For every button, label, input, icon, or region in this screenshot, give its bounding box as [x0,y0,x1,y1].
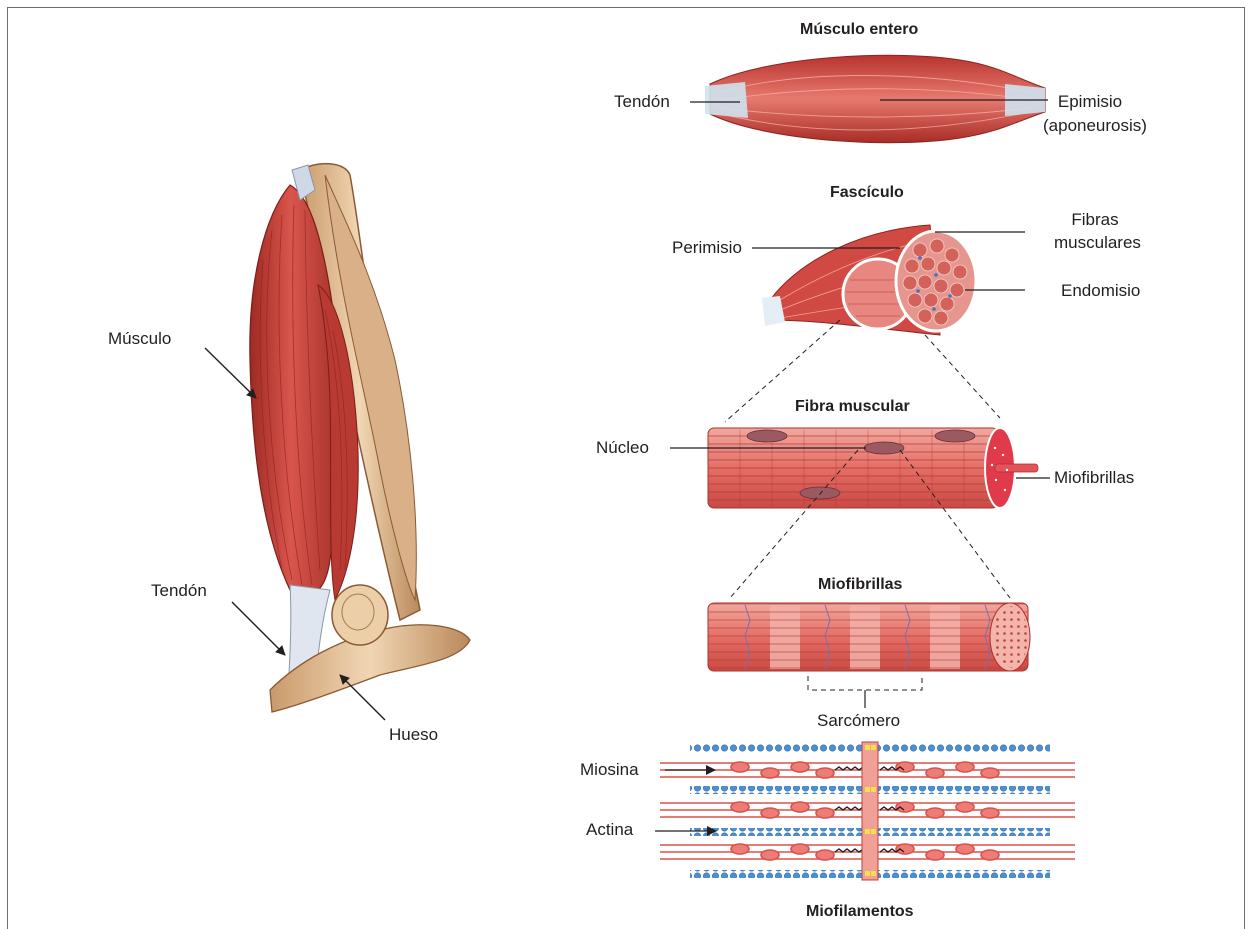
fiber-nucleus-1 [747,430,787,442]
arm-illustration [250,164,470,712]
fiber-nucleus-4 [800,487,840,499]
label-epimysium: Epimisio [1050,92,1130,112]
muscle-fiber-graphic [708,428,1038,508]
heading-whole-muscle: Músculo entero [800,20,918,40]
label-arm-tendon: Tendón [151,581,207,601]
label-actin: Actina [586,820,633,840]
z-disc [862,742,878,880]
heading-myofibrils: Miofibrillas [818,575,902,595]
label-fibers-line1: Fibras [1060,210,1130,230]
label-aponeurosis: (aponeurosis) [1043,116,1147,136]
label-myosin: Miosina [580,760,639,780]
heading-muscle-fiber: Fibra muscular [795,397,910,417]
myofibril-graphic [708,603,1030,671]
fiber-nucleus-2 [864,442,904,454]
heading-fascicle: Fascículo [830,183,904,203]
arm-muscle-pointer [205,348,256,398]
label-whole-tendon: Tendón [614,92,670,112]
heading-myofilaments: Miofilamentos [806,902,914,922]
label-fiber-myofibrils: Miofibrillas [1054,468,1134,488]
label-perimysium: Perimisio [672,238,742,258]
label-sarcomere: Sarcómero [817,711,900,731]
label-arm-bone: Hueso [389,725,438,745]
label-arm-muscle: Músculo [108,329,171,349]
label-fibers-line2: musculares [1054,233,1141,253]
sarcomere-bracket [808,676,922,690]
whole-muscle-graphic [705,55,1045,142]
label-endomysium: Endomisio [1061,281,1140,301]
arm-tendon-pointer [232,602,285,655]
myofilament-graphic [660,742,1075,880]
fascicle-graphic [762,225,976,335]
whole-muscle-left-tendon [705,82,748,118]
fiber-nucleus-3 [935,430,975,442]
label-nucleus: Núcleo [596,438,649,458]
